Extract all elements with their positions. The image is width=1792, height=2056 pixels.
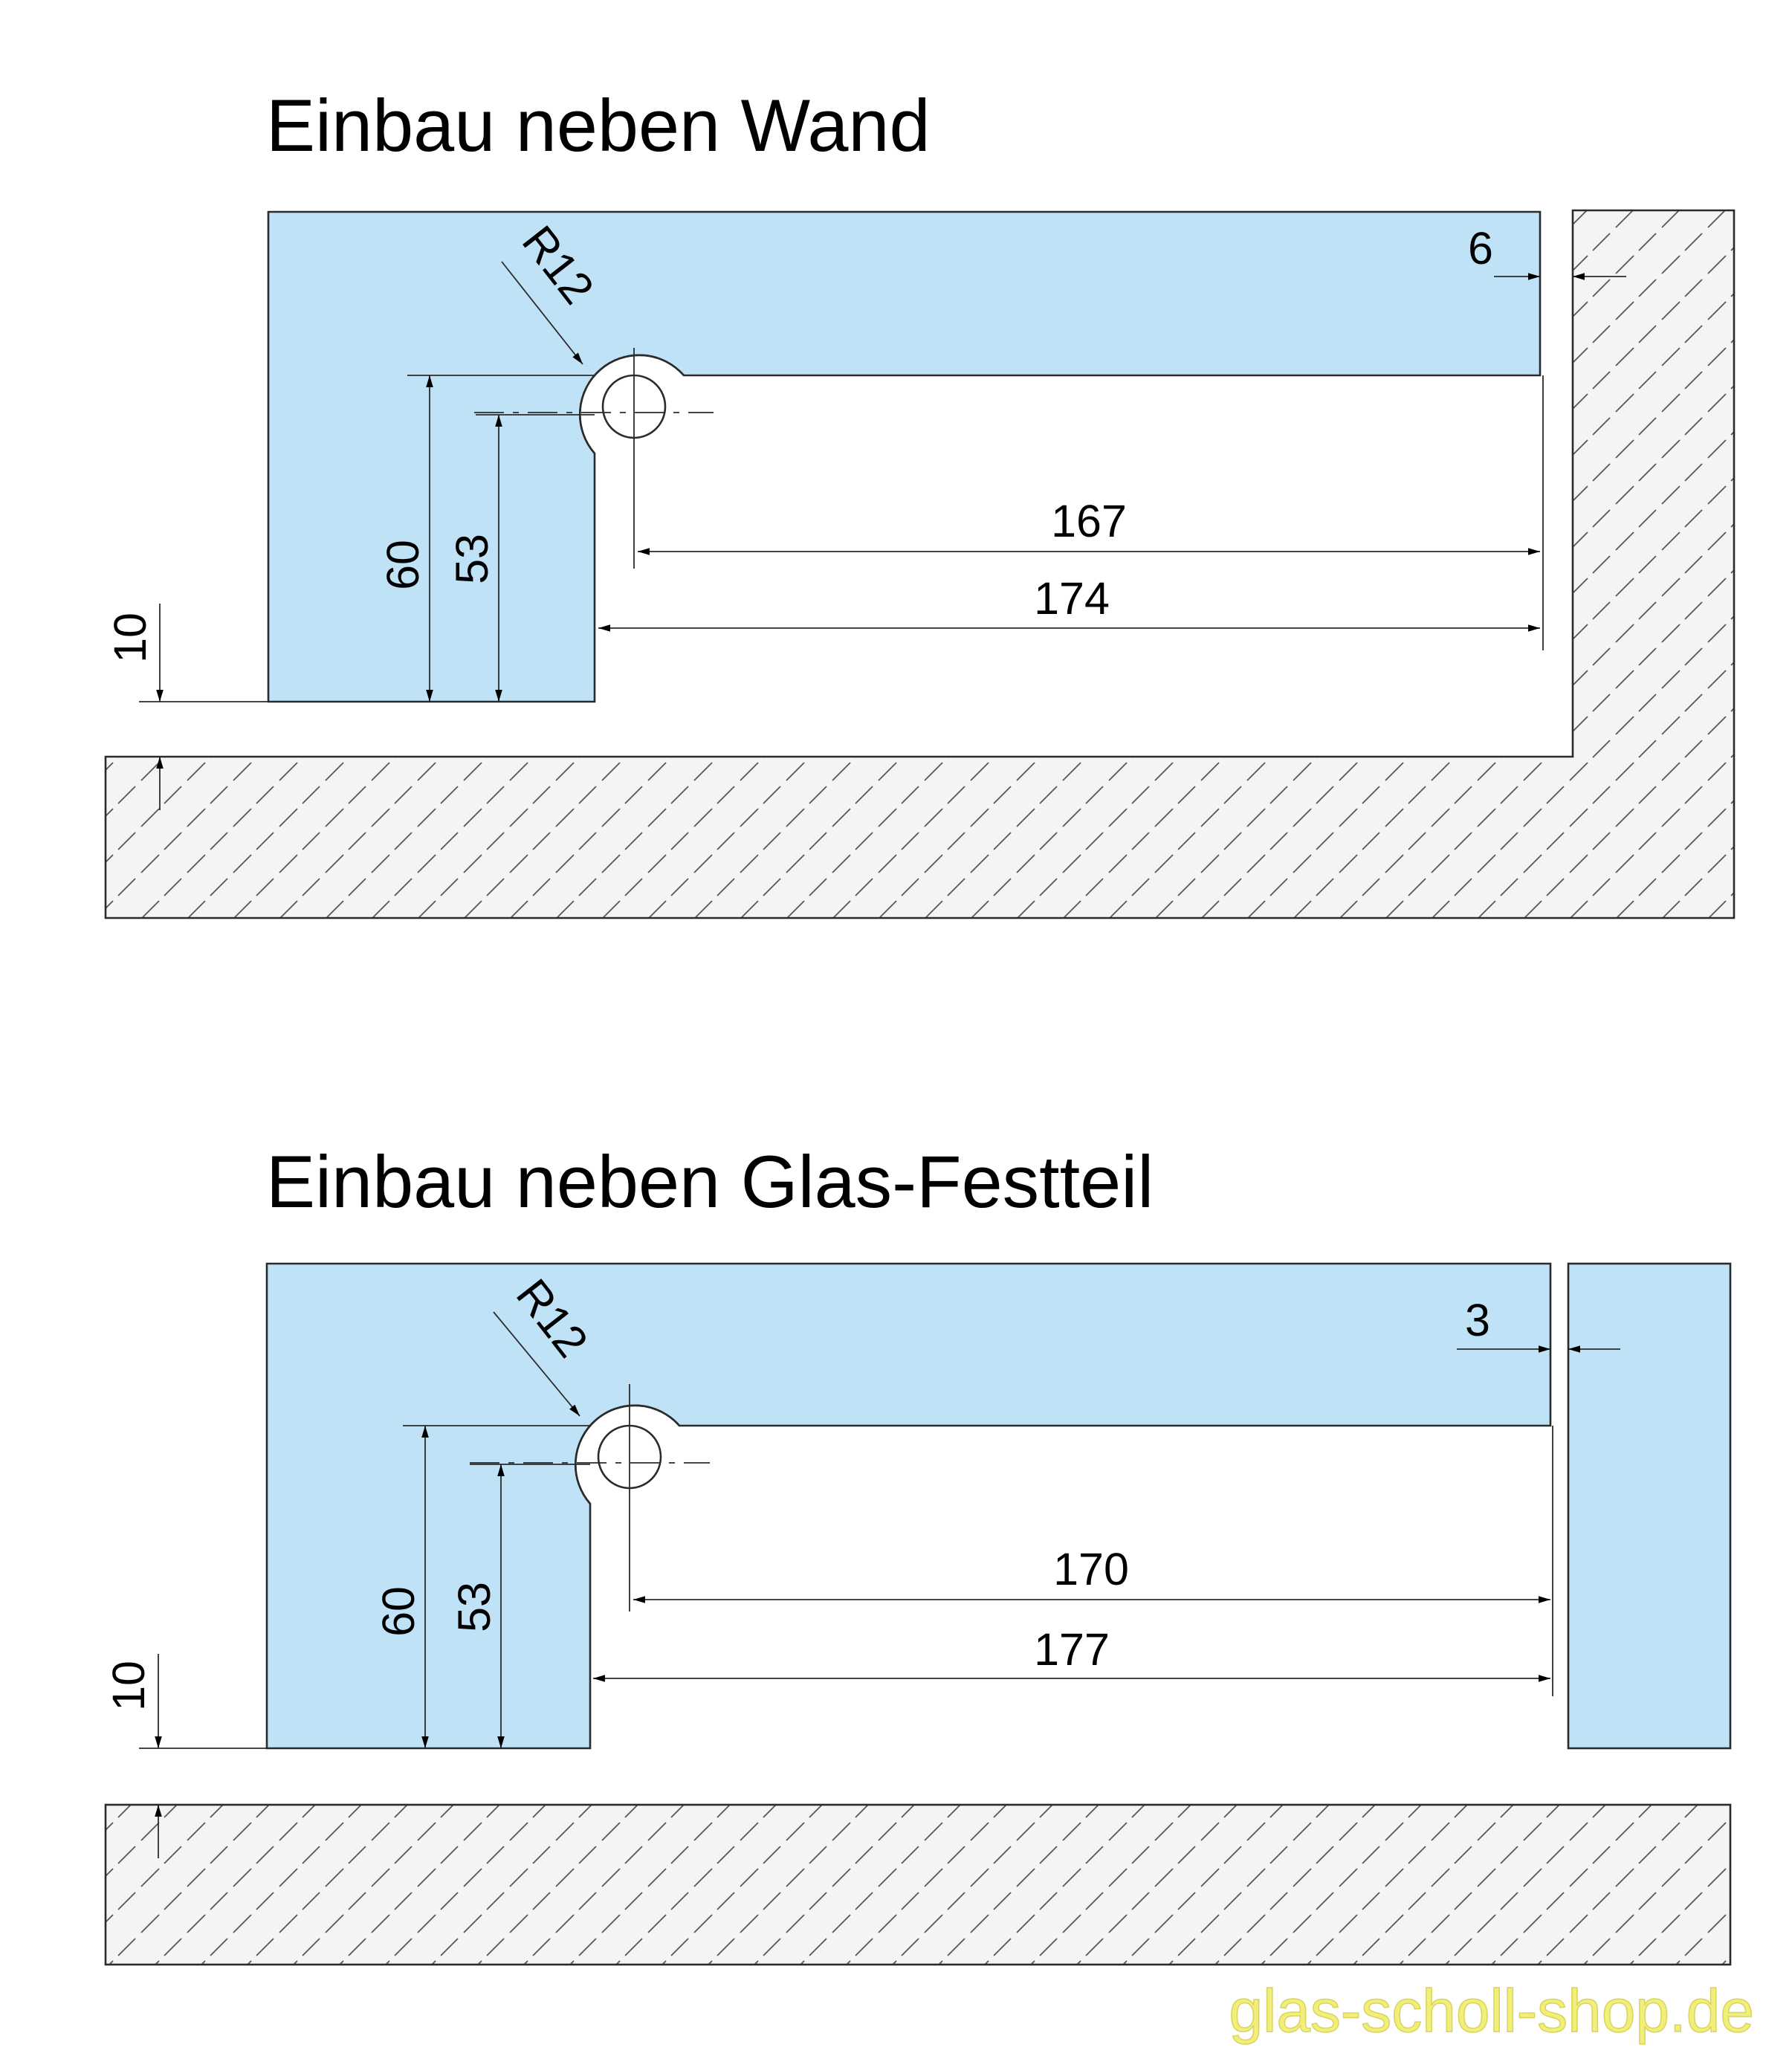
fixed-glass-panel	[1567, 1262, 1732, 1750]
outer-length-label: 177	[1034, 1624, 1110, 1675]
section-title: Einbau neben Glas-Festteil	[266, 1140, 1154, 1223]
section-wall: Einbau neben Wand R12 60 53 167 174 6	[104, 84, 1736, 919]
glass-door-panel	[265, 1262, 1552, 1750]
floor-gap-label: 10	[105, 612, 155, 663]
wall-and-floor	[104, 209, 1736, 919]
height-outer-label: 60	[373, 1586, 424, 1637]
inner-length-label: 170	[1053, 1544, 1129, 1594]
gap-label: 6	[1468, 223, 1493, 274]
height-outer-label: 60	[378, 540, 428, 590]
floor-gap-label: 10	[103, 1661, 154, 1711]
gap-label: 3	[1465, 1295, 1490, 1345]
section-fixed-glass: Einbau neben Glas-Festteil R12 60 53 170…	[103, 1140, 1732, 1966]
outer-length-label: 174	[1034, 573, 1110, 624]
height-inner-label: 53	[449, 1582, 499, 1632]
height-inner-label: 53	[447, 534, 497, 584]
watermark-text: glas-scholl-shop.de	[1229, 1977, 1755, 2045]
section-title: Einbau neben Wand	[266, 84, 931, 167]
floor	[104, 1803, 1732, 1966]
inner-length-label: 167	[1051, 496, 1127, 546]
